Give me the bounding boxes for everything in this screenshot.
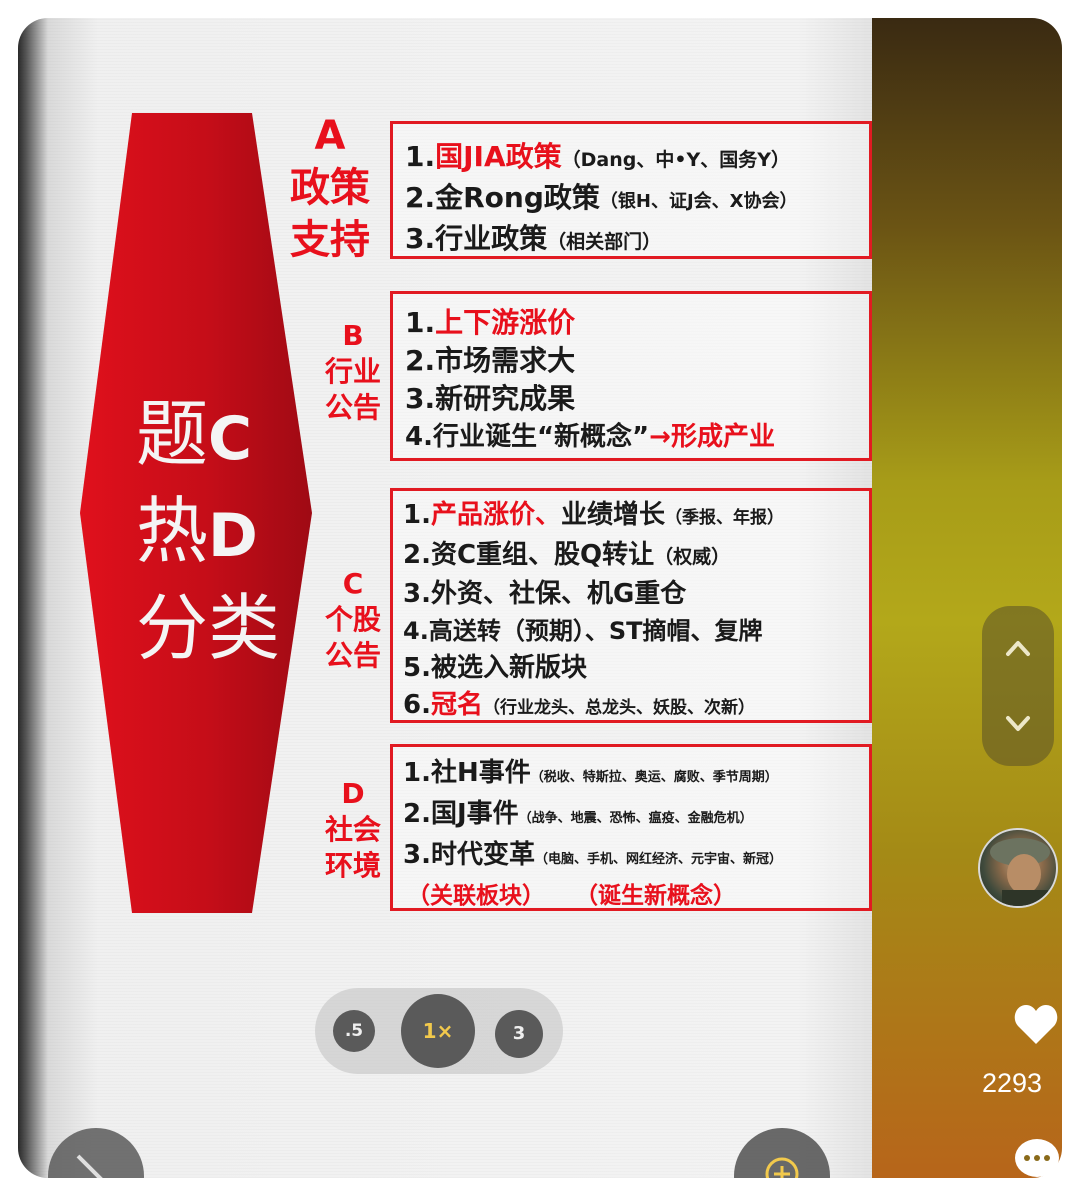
list-item: 5.被选入新版块: [403, 653, 587, 683]
section-b-title1: 行业: [324, 355, 381, 388]
section-d-title2: 环境: [324, 849, 381, 882]
flash-off-button[interactable]: [48, 1128, 144, 1178]
list-item: 1.国JIA政策（Dang、中•Y、国务Y）: [405, 140, 791, 173]
list-item: 4.高送转（预期）、ST摘帽、复牌: [403, 617, 763, 645]
list-item: 1.社H事件（税收、特斯拉、奥运、腐败、季节周期）: [403, 758, 778, 788]
list-item: 3.外资、社保、机G重仓: [403, 579, 687, 609]
section-d-label: D 社会 环境: [318, 776, 388, 884]
footer-right: （诞生新概念）: [575, 883, 737, 909]
list-item: 2.金Rong政策（银H、证J会、X协会）: [405, 181, 798, 214]
chevron-up-icon: [1006, 641, 1030, 656]
list-item: 1.上下游涨价: [405, 306, 576, 339]
zoom-control: .5 1× 3: [315, 988, 563, 1074]
section-a-title1: 政策: [290, 165, 370, 211]
section-c-label: C 个股 公告: [318, 566, 388, 674]
section-c-letter: C: [342, 567, 364, 600]
section-c-box: 1.产品涨价、业绩增长（季报、年报） 2.资C重组、股Q转让（权威） 3.外资、…: [390, 488, 872, 723]
previous-video-button[interactable]: [1000, 630, 1036, 666]
hex-line3: 分类: [136, 586, 281, 670]
like-button[interactable]: [1013, 1002, 1059, 1046]
video-background: [872, 18, 1062, 1178]
list-item: 3.行业政策（相关部门）: [405, 222, 662, 255]
heart-icon: [1014, 1005, 1058, 1044]
zoom-half-button[interactable]: .5: [333, 1010, 375, 1052]
section-b-title2: 公告: [324, 391, 381, 424]
list-item: 2.国J事件（战争、地震、恐怖、瘟疫、金融危机）: [403, 799, 753, 829]
hex-line2-letter: D: [208, 501, 258, 571]
section-b-letter: B: [342, 319, 364, 352]
section-d-footer: （关联板块） （诞生新概念）: [403, 878, 869, 914]
flash-off-icon: [76, 1154, 103, 1178]
like-count: 2293: [982, 1068, 1043, 1098]
hex-line1-letter: C: [208, 404, 253, 474]
hexagon-title: 题C 热D 分类: [80, 388, 312, 674]
section-a-letter: A: [314, 113, 346, 159]
list-item: 6.冠名（行业龙头、总龙头、妖股、次新）: [403, 690, 755, 720]
hex-line1-cn: 题: [136, 392, 209, 476]
section-c-title1: 个股: [324, 603, 381, 636]
section-d-box: 1.社H事件（税收、特斯拉、奥运、腐败、季节周期） 2.国J事件（战争、地震、恐…: [390, 744, 872, 911]
plus-circle-icon: [765, 1157, 799, 1178]
section-d-letter: D: [341, 777, 365, 810]
list-item: 2.市场需求大: [405, 344, 576, 377]
list-item: 2.资C重组、股Q转让（权威）: [403, 540, 731, 570]
section-d-title1: 社会: [324, 813, 381, 846]
footer-left: （关联板块）: [407, 883, 545, 909]
category-hexagon: [80, 113, 312, 913]
zoom-1x-button[interactable]: 1×: [401, 994, 475, 1068]
video-nav-pill: [982, 606, 1054, 766]
comment-button[interactable]: [1012, 1136, 1062, 1180]
chevron-down-icon: [1006, 716, 1030, 731]
section-a-title2: 支持: [290, 217, 370, 263]
author-avatar[interactable]: [978, 828, 1058, 908]
list-item: 3.时代变革（电脑、手机、网红经济、元宇宙、新冠）: [403, 840, 782, 870]
zoom-3x-button[interactable]: 3: [495, 1010, 543, 1058]
list-item: 4.行业诞生“新概念”→形成产业: [405, 422, 775, 452]
section-a-label: A 政策 支持: [276, 110, 384, 266]
section-b-label: B 行业 公告: [318, 318, 388, 426]
section-b-box: 1.上下游涨价 2.市场需求大 3.新研究成果 4.行业诞生“新概念”→形成产业: [390, 291, 872, 461]
camera-add-button[interactable]: [734, 1128, 830, 1178]
video-frame: 题C 热D 分类 A 政策 支持 1.国JIA政策（Dang、中•Y、国务Y） …: [18, 18, 1062, 1178]
comment-bubble-icon: [1015, 1139, 1059, 1177]
hex-line2-cn: 热: [136, 489, 209, 573]
list-item: 1.产品涨价、业绩增长（季报、年报）: [403, 500, 784, 530]
next-video-button[interactable]: [1000, 706, 1036, 742]
section-a-box: 1.国JIA政策（Dang、中•Y、国务Y） 2.金Rong政策（银H、证J会、…: [390, 121, 872, 259]
list-item: 3.新研究成果: [405, 382, 576, 415]
section-c-title2: 公告: [324, 639, 381, 672]
